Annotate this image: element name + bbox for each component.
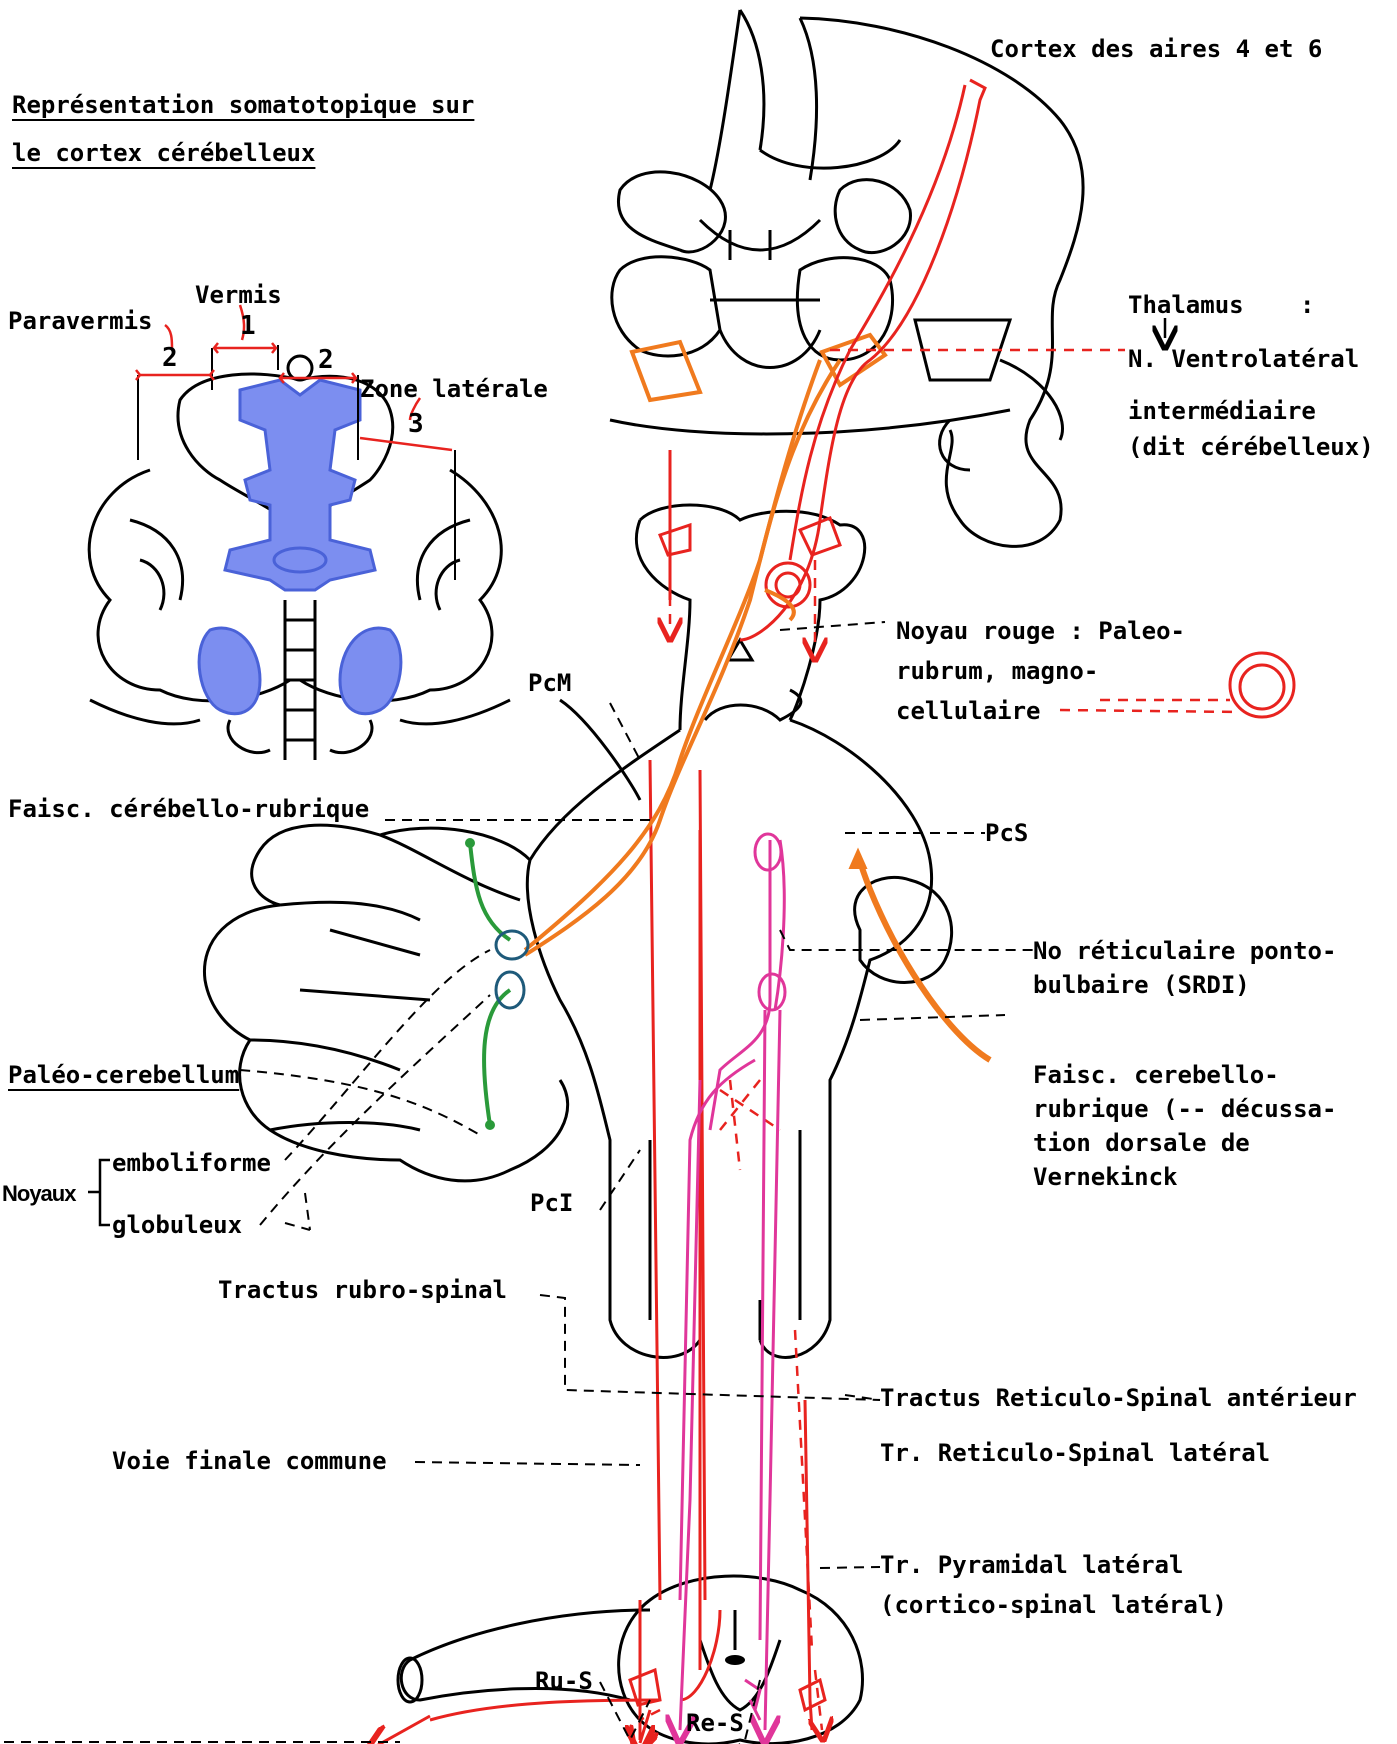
rus-label: Ru-S — [535, 1668, 593, 1694]
pci-label: PcI — [530, 1190, 573, 1216]
green-dot-top — [465, 838, 475, 848]
reticulo-spinal-anterieur-label: Tractus Reticulo-Spinal antérieur — [880, 1385, 1357, 1411]
cortex-label: Cortex des aires 4 et 6 — [990, 36, 1322, 62]
thalamus-label: Thalamus — [1128, 292, 1244, 318]
globuleux-label: globuleux — [112, 1212, 242, 1238]
rubro-tracts — [525, 360, 840, 955]
faisc-cerebello-rubrique-2-label-3: tion dorsale de — [1033, 1130, 1250, 1156]
rubro-spinal-label: Tractus rubro-spinal — [218, 1277, 507, 1303]
noyaux-brace — [88, 1160, 110, 1225]
pyramidal-tract — [430, 80, 985, 1743]
red-nucleus-inner — [776, 573, 800, 597]
reticulaire-label-2: bulbaire (SRDI) — [1033, 972, 1250, 998]
orange-arrowhead — [850, 850, 866, 868]
faisc-cerebello-rubrique-label: Faisc. cérébello-rubrique — [8, 796, 369, 822]
paleo-tracts — [470, 843, 510, 1125]
red-nucleus-icon-inner — [1240, 665, 1284, 709]
somatotopy-title-line1: Représentation somatotopique sur — [12, 92, 474, 118]
somatotopic-cerebellum — [89, 305, 510, 760]
emboliforme-label: emboliforme — [112, 1150, 271, 1176]
pyramidal-arrow-out — [378, 1716, 430, 1744]
vermis-blue-region — [225, 380, 375, 590]
reticular-nuclei — [745, 834, 785, 1720]
zone-laterale-number: 3 — [408, 410, 424, 439]
spinal-cord-section — [398, 1576, 863, 1744]
paravermis-number-left: 2 — [162, 344, 178, 373]
red-dashed-tracts — [640, 350, 1230, 1730]
paleo-cerebellum-label: Paléo-cerebellum — [8, 1062, 239, 1088]
thalamus-left-nucleus — [632, 342, 700, 400]
green-dot-bottom — [485, 1120, 495, 1130]
thalamus-colon: : — [1300, 292, 1314, 318]
noyau-rouge-label-3: cellulaire — [896, 698, 1041, 724]
pcs-label: PcS — [985, 820, 1028, 846]
central-canal — [725, 1655, 745, 1665]
brain-section — [610, 10, 1083, 546]
ventrolateral-label-1: N. Ventrolatéral — [1128, 346, 1359, 372]
red-dashed-noyau-line — [1060, 710, 1240, 712]
faisc-cerebello-rubrique-2-label-1: Faisc. cerebello- — [1033, 1062, 1279, 1088]
ventrolateral-label-3: (dit cérébelleux) — [1128, 434, 1374, 460]
reticulaire-label-1: No réticulaire ponto- — [1033, 938, 1336, 964]
noyau-rouge-label-1: Noyau rouge : Paleo- — [896, 618, 1185, 644]
noyaux-label: Noyaux — [2, 1182, 75, 1206]
res-label: Re-S — [686, 1710, 744, 1736]
faisc-cerebello-rubrique-2-label-4: Vernekinck — [1033, 1164, 1178, 1190]
zone-laterale-label: Zone latérale — [360, 376, 548, 402]
paravermis-number-right: 2 — [318, 346, 334, 375]
pcm-label: PcM — [528, 670, 571, 696]
vermis-number: 1 — [240, 312, 256, 341]
cerebellum-hemisphere — [204, 825, 567, 1181]
voie-finale-commune-label: Voie finale commune — [112, 1448, 387, 1474]
pyramidal-lateral-label-1: Tr. Pyramidal latéral — [880, 1552, 1183, 1578]
somatotopy-title-line2: le cortex cérébelleux — [12, 140, 315, 166]
paravermis-label: Paravermis — [8, 308, 153, 334]
reticulo-spinal-lateral-label: Tr. Reticulo-Spinal latéral — [880, 1440, 1270, 1466]
noyau-rouge-label-2: rubrum, magno- — [896, 658, 1098, 684]
faisc-cerebello-rubrique-2-label-2: rubrique (-- décussa- — [1033, 1096, 1336, 1122]
vermis-label: Vermis — [195, 282, 282, 308]
ventrolateral-label-2: intermédiaire — [1128, 398, 1316, 424]
pyramidal-lateral-label-2: (cortico-spinal latéral) — [880, 1592, 1227, 1618]
